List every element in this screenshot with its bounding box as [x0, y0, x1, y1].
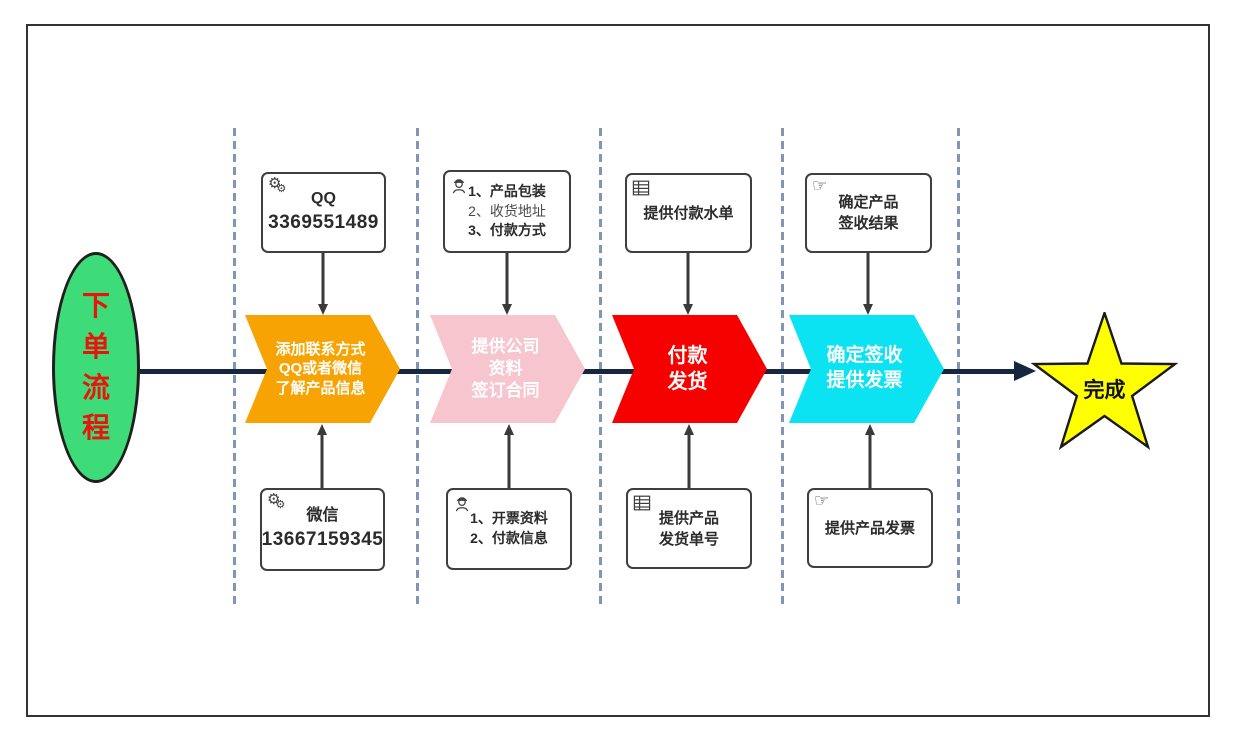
- stage-chevron-receipt: 确定签收 提供发票: [789, 315, 944, 423]
- engineer-icon: [450, 174, 468, 195]
- gears-icon: ⚙⚙: [268, 175, 287, 195]
- note-line: 发货单号: [658, 530, 719, 548]
- stage-chevron-contract: 提供公司 资料 签订合同: [430, 315, 585, 423]
- note-product-invoice: ☞ 提供产品发票: [807, 488, 933, 568]
- note-line: 3、付款方式: [468, 222, 546, 239]
- end-star: [1031, 312, 1178, 450]
- dashed-separator-3: [599, 128, 602, 606]
- note-line: 提供产品: [658, 509, 719, 527]
- chevron-line: 添加联系方式: [275, 340, 366, 358]
- engineer-icon: [453, 492, 471, 513]
- table-icon: [633, 492, 651, 511]
- connector-arrow-down: [862, 253, 874, 315]
- connector-arrow-down: [501, 253, 513, 315]
- note-line: 13667159345: [261, 529, 384, 551]
- note-wechat: ⚙⚙ 微信 13667159345: [260, 488, 385, 571]
- chevron-line: 签订合同: [471, 381, 540, 401]
- note-confirm-receipt: ☞ 确定产品 签收结果: [805, 173, 932, 253]
- end-star-label: 完成: [1083, 379, 1126, 402]
- gears-icon: ⚙⚙: [267, 491, 286, 511]
- chevron-line: QQ或者微信: [278, 360, 363, 378]
- stage-chevron-contact: 添加联系方式 QQ或者微信 了解产品信息: [245, 315, 400, 423]
- main-flow-arrowhead-icon: [1014, 361, 1036, 381]
- start-node-char: 程: [81, 412, 110, 444]
- outer-frame: [26, 24, 1210, 717]
- note-line: 确定产品: [838, 194, 899, 211]
- chevron-line: 提供公司: [471, 336, 540, 356]
- dashed-separator-5: [957, 128, 960, 606]
- start-node-char: 下: [81, 290, 110, 322]
- note-line: 签收结果: [838, 215, 899, 232]
- connector-arrow-up: [683, 424, 695, 488]
- chevron-line: 了解产品信息: [275, 379, 366, 397]
- connector-arrow-up: [864, 424, 876, 488]
- dashed-separator-1: [233, 128, 236, 606]
- note-line: 提供付款水单: [643, 204, 734, 222]
- chevron-line: 资料: [488, 358, 523, 378]
- note-line: 3369551489: [268, 212, 379, 234]
- chevron-line: 付款: [667, 345, 708, 367]
- connector-arrow-up: [316, 424, 328, 488]
- note-payment-slip: 提供付款水单: [625, 173, 752, 253]
- pointing-hand-icon: ☞: [814, 491, 830, 510]
- note-line: 1、产品包装: [468, 183, 546, 200]
- note-line: 1、开票资料: [470, 510, 548, 527]
- chevron-line: 发货: [667, 371, 708, 393]
- note-line: 提供产品发票: [824, 519, 915, 537]
- start-node-char: 单: [81, 330, 110, 362]
- dashed-separator-4: [781, 128, 784, 606]
- note-line: QQ: [311, 190, 336, 207]
- chevron-line: 提供发票: [826, 370, 903, 391]
- chevron-line: 确定签收: [826, 345, 903, 367]
- note-qq: ⚙⚙ QQ 3369551489: [261, 172, 386, 253]
- note-invoice-info: 1、开票资料 2、付款信息: [446, 488, 572, 570]
- connector-arrow-down: [682, 253, 694, 315]
- note-shipping-number: 提供产品 发货单号: [626, 488, 752, 569]
- dashed-separator-2: [416, 128, 419, 606]
- connector-arrow-up: [503, 424, 515, 488]
- stage-chevron-payment: 付款 发货: [612, 315, 767, 423]
- connector-arrow-down: [317, 253, 329, 315]
- note-line: 微信: [306, 507, 339, 524]
- table-icon: [632, 177, 650, 196]
- note-order-info: 1、产品包装 2、收货地址 3、付款方式: [443, 170, 571, 253]
- note-line: 2、收货地址: [468, 202, 546, 219]
- note-line: 2、付款信息: [470, 530, 548, 546]
- start-node: 下 单 流 程: [52, 252, 140, 483]
- start-node-char: 流: [81, 371, 110, 403]
- pointing-hand-icon: ☞: [812, 176, 828, 195]
